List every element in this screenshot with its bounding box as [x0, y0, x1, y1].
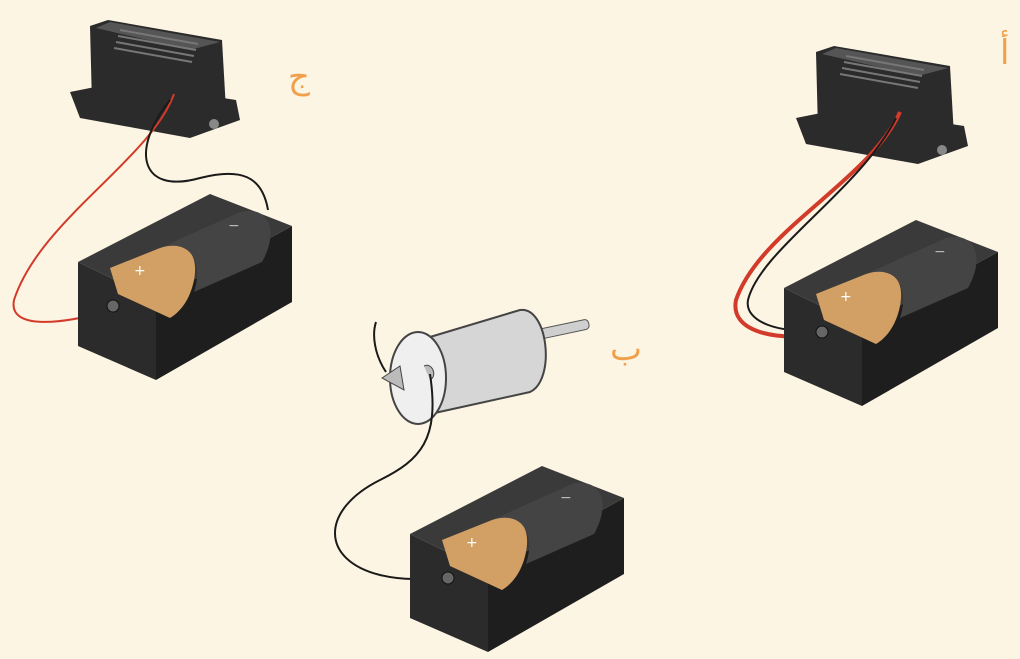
circuit-baa: + − [334, 308, 624, 652]
battery-plus-mark: + [840, 289, 852, 305]
battery-plus-mark: + [134, 263, 146, 279]
battery-positive-end [816, 271, 902, 344]
wire-black-baa [334, 373, 449, 580]
circuit-alif: + − [733, 46, 998, 406]
battery-terminal-screw [106, 299, 120, 313]
buzzer-alif [796, 46, 968, 164]
battery-positive-end [442, 517, 528, 590]
label-circuit-jeem: ج [288, 57, 310, 97]
battery-holder-side [488, 498, 624, 652]
circuit-jeem: + − [12, 20, 292, 380]
wire-red-alif [733, 111, 902, 339]
buzzer-screw-hole [937, 145, 947, 155]
battery-terminal-screw [815, 325, 829, 339]
motor-body [418, 308, 547, 416]
battery-minus-mark: − [228, 218, 240, 234]
buzzer-slots [839, 55, 925, 89]
buzzer-slots [113, 29, 199, 63]
battery-terminal-screw [441, 571, 455, 585]
label-circuit-baa: ب [610, 329, 643, 369]
battery-holder-side [862, 252, 998, 406]
wire-black-alif [746, 117, 897, 332]
battery-cell [160, 210, 271, 292]
wire-loose-baa [373, 321, 387, 373]
buzzer-screw-hole [209, 119, 219, 129]
battery-jeem: + − [78, 194, 292, 380]
battery-plus-mark: + [466, 535, 478, 551]
wire-black-jeem [145, 99, 269, 211]
battery-alif: + − [784, 220, 998, 406]
battery-positive-end [110, 245, 196, 318]
label-circuit-alif: أ [1000, 33, 1010, 73]
buzzer-jeem [70, 20, 240, 138]
battery-cell [866, 236, 977, 318]
battery-cell [492, 482, 603, 564]
wire-red-jeem [12, 93, 175, 323]
motor-terminal-left [381, 365, 405, 391]
battery-holder-side [156, 226, 292, 380]
battery-minus-mark: − [560, 490, 572, 506]
battery-minus-mark: − [934, 244, 946, 260]
battery-baa: + − [410, 466, 624, 652]
